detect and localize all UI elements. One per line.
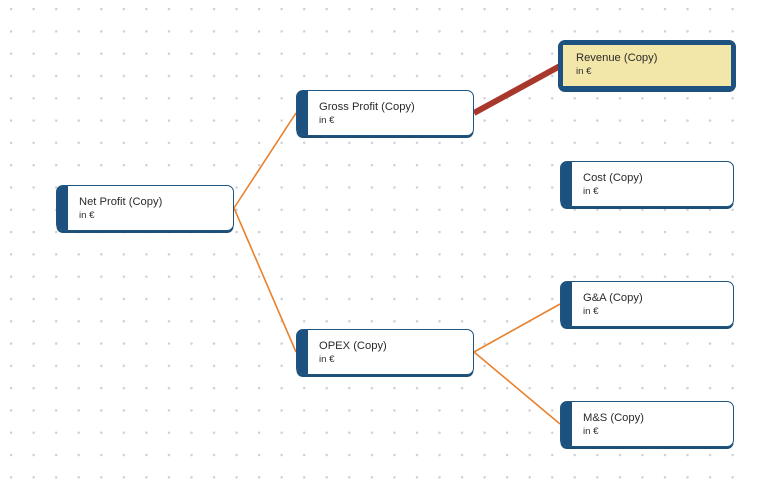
node-body: OPEX (Copy) in € xyxy=(297,330,473,374)
node-accent-bar xyxy=(561,402,572,446)
edge-opex-to-ms[interactable] xyxy=(473,351,561,425)
node-body: Gross Profit (Copy) in € xyxy=(297,91,473,135)
node-opex[interactable]: OPEX (Copy) in € xyxy=(296,329,474,375)
node-title: M&S (Copy) xyxy=(583,412,644,424)
node-ms[interactable]: M&S (Copy) in € xyxy=(560,401,734,447)
node-unit: in € xyxy=(319,354,335,365)
node-title: Revenue (Copy) xyxy=(576,52,658,64)
node-body: G&A (Copy) in € xyxy=(561,282,733,326)
node-body: Revenue (Copy) in € xyxy=(563,45,731,86)
node-unit: in € xyxy=(583,186,599,197)
node-title: Cost (Copy) xyxy=(583,172,643,184)
node-title: Gross Profit (Copy) xyxy=(319,101,415,113)
node-net-profit[interactable]: Net Profit (Copy) in € xyxy=(56,185,234,231)
node-body: Cost (Copy) in € xyxy=(561,162,733,206)
node-body: M&S (Copy) in € xyxy=(561,402,733,446)
edge-net-profit-to-opex[interactable] xyxy=(233,207,297,353)
node-unit: in € xyxy=(576,66,592,77)
edge-opex-to-ga[interactable] xyxy=(473,303,561,353)
node-unit: in € xyxy=(583,426,599,437)
node-title: G&A (Copy) xyxy=(583,292,643,304)
node-accent-bar xyxy=(561,162,572,206)
node-gross-profit[interactable]: Gross Profit (Copy) in € xyxy=(296,90,474,136)
node-body: Net Profit (Copy) in € xyxy=(57,186,233,230)
node-unit: in € xyxy=(79,210,95,221)
edge-net-profit-to-gross-profit[interactable] xyxy=(233,112,297,209)
node-title: OPEX (Copy) xyxy=(319,340,387,352)
node-unit: in € xyxy=(583,306,599,317)
node-accent-bar xyxy=(57,186,68,230)
node-revenue[interactable]: Revenue (Copy) in € xyxy=(558,40,736,91)
node-accent-bar xyxy=(561,282,572,326)
node-title: Net Profit (Copy) xyxy=(79,196,163,208)
edge-gross-profit-to-revenue[interactable] xyxy=(472,63,562,116)
node-unit: in € xyxy=(319,115,335,126)
node-accent-bar xyxy=(297,330,308,374)
node-accent-bar xyxy=(297,91,308,135)
node-cost[interactable]: Cost (Copy) in € xyxy=(560,161,734,207)
node-ga[interactable]: G&A (Copy) in € xyxy=(560,281,734,327)
